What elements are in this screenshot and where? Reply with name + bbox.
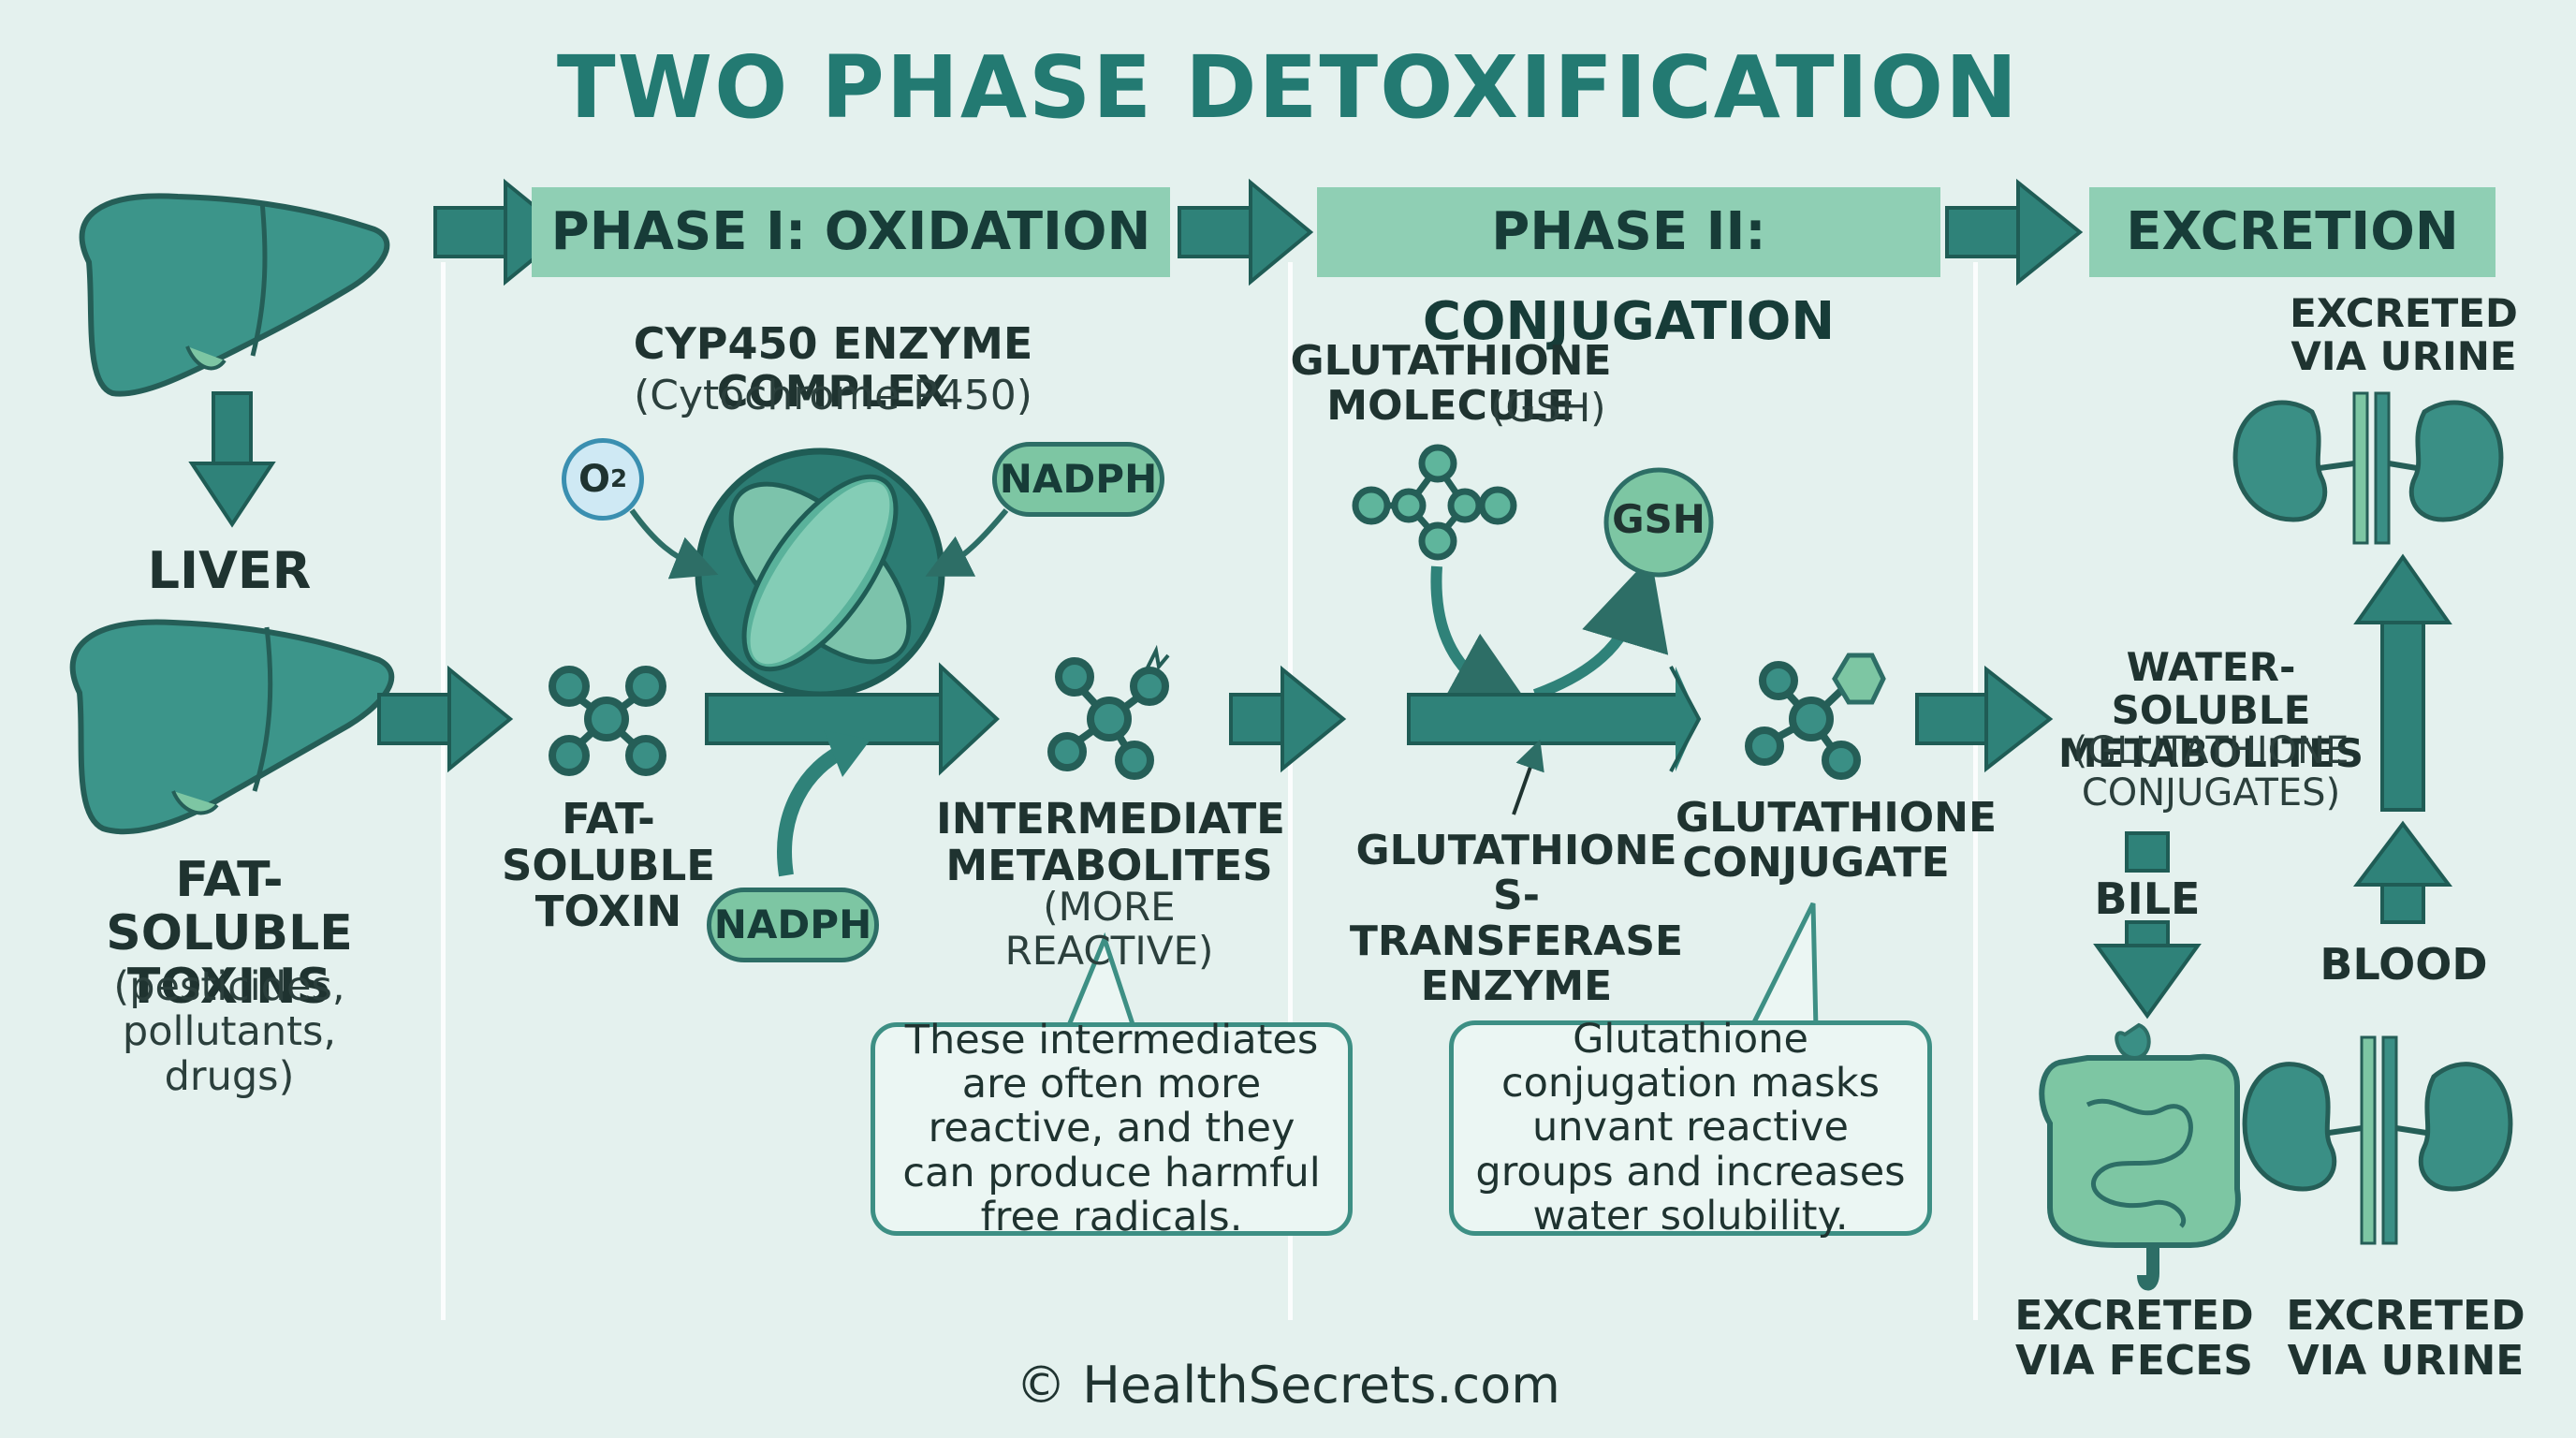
callout-tail-phase1	[1064, 932, 1137, 1031]
cyp450-enzyme-icon	[695, 448, 945, 698]
kidney-icon-bottom	[2242, 1035, 2513, 1245]
arrow-nadph-bottom	[777, 741, 851, 877]
excreted-urine-top: EXCRETED VIA URINE	[2290, 290, 2518, 380]
divider-3	[1973, 262, 1978, 1320]
arrow-up-to-urine	[2353, 553, 2452, 812]
glutathione-abbr: (GSH)	[1490, 385, 1606, 431]
callout-tail-phase2	[1748, 902, 1819, 1032]
arrow-liver-to-toxin	[377, 665, 514, 773]
banner-excretion: EXCRETION	[2089, 187, 2496, 277]
arrow-gsh-in	[1430, 565, 1538, 717]
o2-subscript: 2	[609, 465, 628, 493]
cyp450-title: CYP450 ENZYME COMPLEX	[633, 318, 1033, 417]
excreted-urine-bottom: EXCRETED VIA URINE	[2286, 1292, 2525, 1386]
enzyme-pointer	[1512, 739, 1544, 815]
metabolites-sub: (GLUTATHIONE CONJUGATES)	[2072, 729, 2349, 814]
glutathione-molecule-icon	[1352, 444, 1517, 561]
intestine-icon	[2039, 1022, 2241, 1291]
arrow-nadph-bottom-head	[824, 730, 871, 777]
nadph-bottom-pill: NADPH	[707, 888, 879, 962]
banner-phase1: PHASE I: OXIDATION	[532, 187, 1170, 277]
arrow-gsh-out	[1532, 556, 1669, 700]
intermediate-title: INTERMEDIATE METABOLITES	[936, 794, 1285, 890]
banner-phase2: PHASE II: CONJUGATION	[1317, 187, 1940, 352]
gsh-badge-circle	[1603, 467, 1714, 578]
arrow-bile-down	[2093, 831, 2202, 1020]
toxin-molecule-icon	[549, 666, 666, 776]
footer-copyright: © HealthSecrets.com	[1016, 1356, 1560, 1415]
bile-label: BILE	[2094, 873, 2201, 924]
divider-1	[441, 262, 446, 1320]
intermediate-molecule-icon	[1047, 644, 1170, 780]
intermediate-sub: (MORE REACTIVE)	[1004, 884, 1214, 975]
liver-icon-top	[79, 193, 390, 397]
arrow-phase2-main	[1407, 666, 1702, 772]
fat-soluble-toxin-label: FAT-SOLUBLE TOXIN	[502, 794, 715, 936]
liver-icon-bottom	[69, 619, 395, 835]
arrow-to-phase2	[1229, 665, 1347, 773]
toxins-examples: (pesticides, pollutants, drugs)	[113, 963, 345, 1101]
callout-phase1: These intermediates are often more react…	[871, 1018, 1353, 1240]
arrow-to-excretion	[1915, 665, 2054, 773]
arrow-nadph-to-enzyme	[925, 508, 1009, 577]
banner-arrow-2	[1178, 178, 1314, 286]
toxins-title: FAT-SOLUBLE TOXINS	[106, 852, 353, 1016]
nadph-top-pill: NADPH	[992, 442, 1164, 517]
gst-enzyme-label: GLUTATHIONE S-TRANSFERASE ENZYME	[1349, 827, 1684, 1011]
page-title: TWO PHASE DETOXIFICATION	[556, 37, 2020, 138]
metabolites-title: WATER-SOLUBLE METABOLITES	[2057, 644, 2364, 777]
arrow-o2-to-enzyme	[629, 508, 719, 580]
arrow-blood-up	[2352, 820, 2453, 924]
glutathione-title: GLUTATHIONE MOLECULE	[1290, 337, 1612, 431]
kidney-icon-top	[2232, 391, 2504, 545]
o2-label: O	[578, 458, 610, 501]
cyp450-subtitle: (Cytochrome P450)	[634, 372, 1032, 419]
blood-label: BLOOD	[2320, 939, 2488, 990]
down-arrow-liver	[188, 391, 276, 528]
glutathione-conjugate-label: GLUTATHIONE CONJUGATE	[1676, 794, 1998, 888]
liver-label: LIVER	[147, 541, 312, 600]
excreted-feces: EXCRETED VIA FECES	[2014, 1292, 2254, 1386]
gsh-badge: GSH	[1612, 496, 1705, 542]
divider-2	[1288, 262, 1293, 1320]
conjugate-molecule-icon	[1745, 653, 1886, 780]
callout-phase2: Glutathione conjugation masks unvant rea…	[1449, 1017, 1932, 1239]
banner-arrow-3	[1945, 178, 2084, 286]
